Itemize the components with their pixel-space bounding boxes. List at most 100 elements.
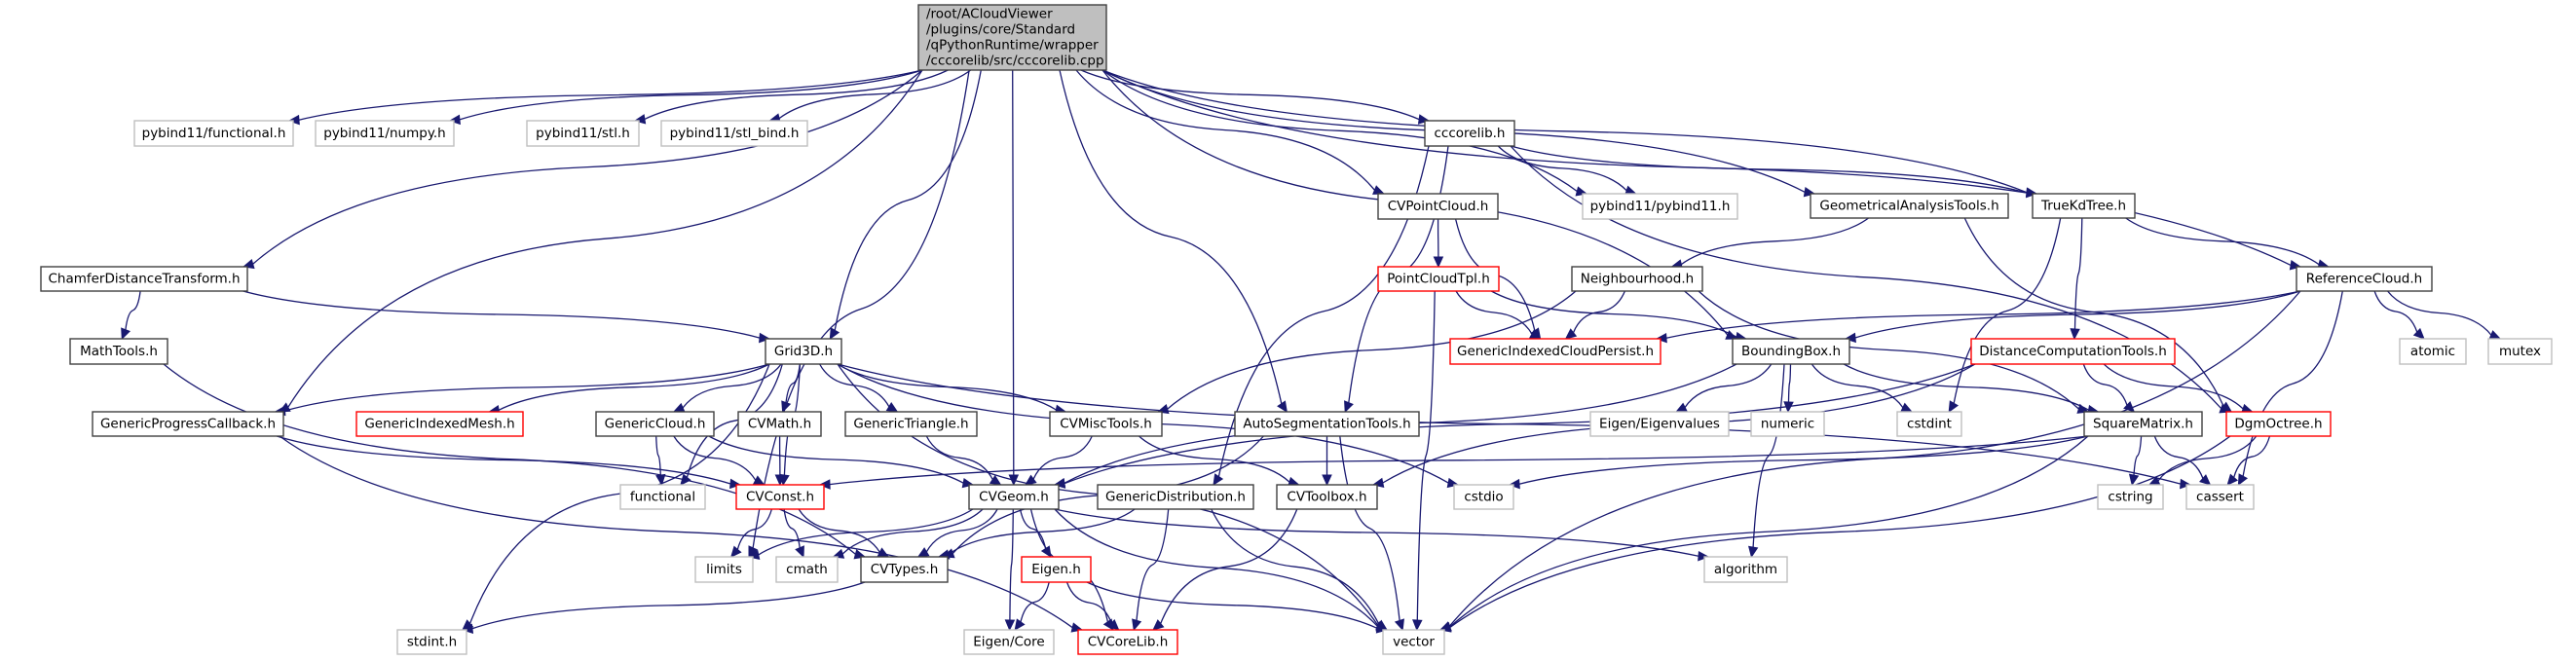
node-label: stdint.h — [407, 635, 457, 650]
arrowhead-icon — [1564, 328, 1578, 340]
arrowhead-icon — [672, 402, 686, 413]
node-GIMesh[interactable]: GenericIndexedMesh.h — [355, 411, 524, 437]
node-CVGeom[interactable]: CVGeom.h — [968, 484, 1060, 510]
node-box — [1382, 629, 1445, 655]
node-box — [2487, 338, 2553, 365]
node-box — [1453, 484, 1514, 510]
node-label: cstdint — [1907, 417, 1952, 432]
node-GICPersist[interactable]: GenericIndexedCloudPersist.h — [1449, 338, 1661, 365]
edge-root-to-TrueKdTree — [1101, 69, 2028, 194]
node-box — [2083, 411, 2203, 437]
node-box — [133, 120, 294, 147]
node-Chamfer[interactable]: ChamferDistanceTransform.h — [40, 266, 248, 292]
edge-CVTypes-to-stdint — [471, 581, 866, 630]
arrowhead-icon — [1372, 185, 1385, 195]
node-algorithm: algorithm — [1703, 556, 1788, 583]
node-box — [917, 4, 1107, 71]
edge-root-to-cccorelib_h — [1080, 69, 1420, 121]
edge-BoundingBox-to-numeric — [1787, 363, 1792, 403]
node-box — [1970, 338, 2176, 365]
arrowhead-icon — [1152, 619, 1165, 631]
edge-root-to-pb_stl_bind — [778, 69, 972, 120]
node-CVCoreLib[interactable]: CVCoreLib.h — [1077, 629, 1178, 655]
edge-CVMiscTools-to-CVGeom — [1032, 435, 1093, 480]
edge-Neighbourhood-to-CVMiscTools — [1167, 290, 1577, 410]
edge-GenericCloud-to-functional — [655, 435, 661, 476]
arrowhead-icon — [759, 332, 771, 344]
node-DistComp[interactable]: DistanceComputationTools.h — [1970, 338, 2176, 365]
edge-CVGeom-to-limits — [758, 508, 974, 556]
node-box — [1582, 193, 1738, 220]
node-label: CVMiscTools.h — [1060, 417, 1152, 432]
node-label: numeric — [1761, 417, 1814, 432]
node-label: CVToolbox.h — [1287, 490, 1366, 505]
node-box — [1377, 266, 1500, 292]
node-pb_stl: pybind11/stl.h — [526, 120, 640, 147]
arrowhead-icon — [1675, 402, 1688, 413]
node-label: ChamferDistanceTransform.h — [48, 272, 240, 287]
arrowhead-icon — [916, 547, 930, 558]
arrowhead-icon — [2237, 473, 2249, 487]
node-Neighbourhood[interactable]: Neighbourhood.h — [1571, 266, 1703, 292]
node-AutoSeg[interactable]: AutoSegmentationTools.h — [1234, 411, 1420, 437]
node-box — [1021, 556, 1092, 583]
edge-DgmOctree-to-vector — [1449, 435, 2231, 629]
node-cccorelib_h[interactable]: cccorelib.h — [1424, 120, 1515, 147]
arrowhead-icon — [781, 400, 792, 414]
node-BoundingBox[interactable]: BoundingBox.h — [1732, 338, 1850, 365]
arrowhead-icon — [1053, 478, 1066, 489]
node-TrueKdTree[interactable]: TrueKdTree.h — [2032, 193, 2136, 219]
node-box — [660, 120, 808, 147]
node-GenericTriangle[interactable]: GenericTriangle.h — [844, 411, 978, 437]
edge-CVGeom-to-vector — [1054, 508, 1379, 628]
node-label: CVPointCloud.h — [1388, 199, 1489, 214]
edge-CVConst-to-limits — [736, 508, 773, 550]
node-GenericCloud[interactable]: GenericCloud.h — [595, 411, 715, 437]
arrowhead-icon — [2026, 187, 2038, 199]
node-label: Grid3D.h — [774, 344, 833, 359]
edge-root-to-AutoSeg — [1059, 69, 1283, 404]
node-CVMath[interactable]: CVMath.h — [737, 411, 822, 437]
node-DgmOctree[interactable]: DgmOctree.h — [2225, 411, 2332, 437]
node-CVMiscTools[interactable]: CVMiscTools.h — [1049, 411, 1163, 437]
node-GenericDist[interactable]: GenericDistribution.h — [1097, 484, 1254, 510]
arrowhead-icon — [1508, 478, 1520, 490]
node-cassert: cassert — [2185, 484, 2255, 510]
node-ReferenceCloud[interactable]: ReferenceCloud.h — [2296, 266, 2433, 292]
node-label: pybind11/stl_bind.h — [670, 126, 800, 141]
node-label: GenericIndexedMesh.h — [364, 417, 514, 432]
node-pb_stl_bind: pybind11/stl_bind.h — [660, 120, 808, 147]
node-label: CVMath.h — [748, 417, 811, 432]
arrowhead-icon — [877, 547, 890, 558]
edge-CVMiscTools-to-CVToolbox — [1139, 435, 1290, 483]
node-CVTypes[interactable]: CVTypes.h — [860, 556, 949, 583]
node-CVConst[interactable]: CVConst.h — [735, 484, 825, 510]
arrowhead-icon — [2488, 330, 2502, 340]
edge-ReferenceCloud-to-cassert — [2242, 290, 2343, 477]
node-MathTools[interactable]: MathTools.h — [69, 338, 168, 365]
node-box — [1424, 120, 1515, 147]
node-box — [765, 338, 842, 365]
node-PointCloudTpl[interactable]: PointCloudTpl.h — [1377, 266, 1500, 292]
node-root[interactable]: /root/ACloudViewer/plugins/core/Standard… — [917, 4, 1107, 71]
node-Grid3D[interactable]: Grid3D.h — [765, 338, 842, 365]
edge-DistComp-to-DgmOctree — [2103, 363, 2244, 410]
node-CVPointCloud[interactable]: CVPointCloud.h — [1377, 193, 1499, 220]
node-label: GeometricalAnalysisTools.h — [1819, 199, 1998, 214]
node-GPCallback[interactable]: GenericProgressCallback.h — [92, 411, 284, 437]
edge-root-to-pb_functional — [298, 69, 923, 121]
node-cstdio: cstdio — [1453, 484, 1514, 510]
node-label: functional — [630, 490, 695, 505]
node-label: cstring — [2108, 490, 2152, 505]
node-box — [2225, 411, 2332, 437]
arrowhead-icon — [1433, 256, 1444, 269]
edge-GPCallback-to-CVConst — [277, 435, 731, 485]
edge-SquareMatrix-to-cstring — [2133, 435, 2143, 476]
node-label: pybind11/functional.h — [142, 126, 286, 141]
edge-TrueKdTree-to-ReferenceCloud — [2125, 217, 2320, 266]
node-SquareMatrix[interactable]: SquareMatrix.h — [2083, 411, 2203, 437]
node-box — [1896, 411, 1962, 437]
node-GeomAnalysis[interactable]: GeometricalAnalysisTools.h — [1810, 193, 2009, 219]
node-CVToolbox[interactable]: CVToolbox.h — [1276, 484, 1378, 510]
node-EigenH[interactable]: Eigen.h — [1021, 556, 1092, 583]
